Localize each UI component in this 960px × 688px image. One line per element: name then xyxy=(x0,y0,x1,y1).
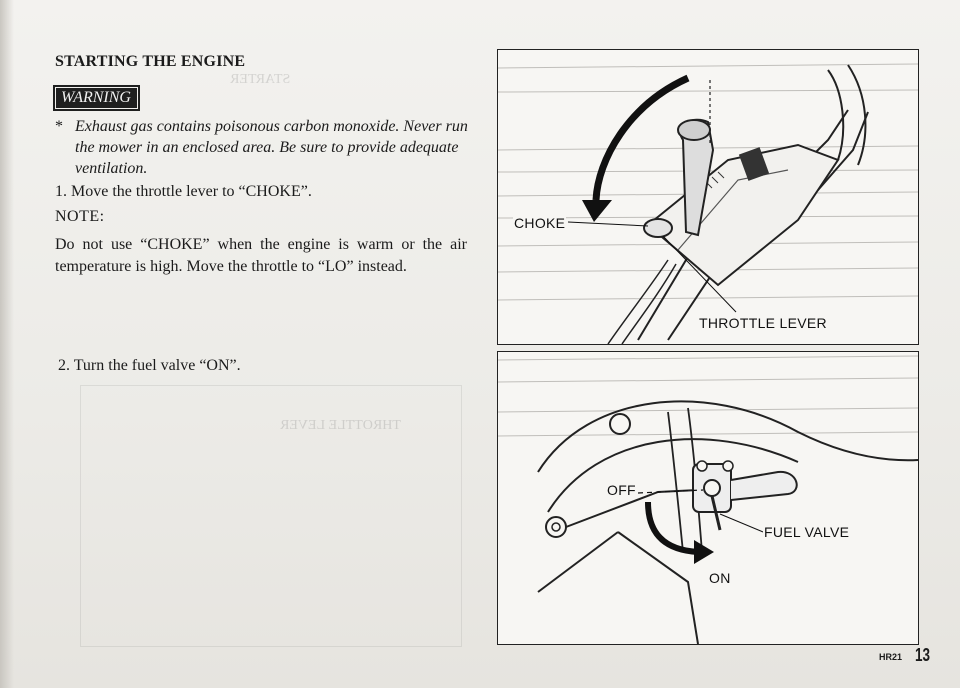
warning-bullet: * xyxy=(55,118,63,135)
fuel-valve-drawing xyxy=(498,355,918,644)
page-code: HR21 xyxy=(878,652,902,662)
warning-text: Exhaust gas contains poisonous carbon mo… xyxy=(75,118,468,177)
note-text: Do not use “CHOKE” when the engine is wa… xyxy=(55,236,467,275)
step-1: 1. Move the throttle lever to “CHOKE”. xyxy=(55,183,312,200)
bleed-through-text: THROTTLE LEVER xyxy=(280,418,401,433)
choke-label: CHOKE xyxy=(513,215,567,231)
bleed-through-text: STARTER xyxy=(230,72,291,87)
off-label: OFF xyxy=(606,482,637,498)
on-label: ON xyxy=(708,570,732,586)
warning-badge: WARNING xyxy=(53,85,140,111)
section-heading: STARTING THE ENGINE xyxy=(55,53,246,70)
fuel-valve-label: FUEL VALVE xyxy=(763,524,851,540)
throttle-lever-label: THROTTLE LEVER xyxy=(698,315,828,331)
fuel-valve-figure: OFF FUEL VALVE ON xyxy=(497,351,919,645)
note-label: NOTE: xyxy=(55,208,105,225)
throttle-lever-figure: CHOKE THROTTLE LEVER xyxy=(497,49,919,345)
bleed-through-illustration xyxy=(80,385,462,647)
step-2: 2. Turn the fuel valve “ON”. xyxy=(58,357,241,374)
throttle-lever-drawing xyxy=(498,63,918,344)
warning-text-block: * Exhaust gas contains poisonous carbon … xyxy=(55,116,475,179)
page-number: 13 xyxy=(914,645,930,665)
page-binding-shadow xyxy=(0,0,14,688)
